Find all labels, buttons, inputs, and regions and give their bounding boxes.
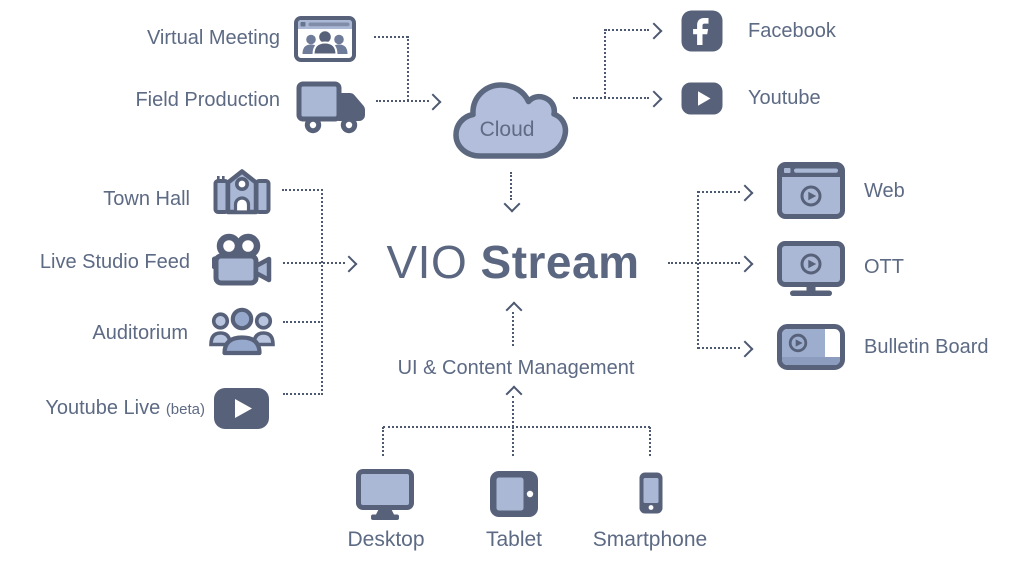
auditorium-label: Auditorium [92, 322, 188, 344]
video-camera-icon [212, 233, 272, 287]
tv-player-icon [777, 241, 845, 296]
tablet-icon [489, 470, 539, 518]
desktop-icon [356, 469, 414, 520]
connector-tablet-stub [512, 427, 514, 456]
connector-virtual-meeting-v [407, 36, 409, 101]
ott-label: OTT [864, 256, 904, 278]
virtual-meeting-icon [294, 16, 356, 62]
live-studio-feed-label: Live Studio Feed [39, 251, 190, 273]
connector-facebook-h [605, 29, 649, 31]
facebook-icon [681, 10, 723, 52]
arrow-to-bulletin [736, 340, 754, 358]
connector-field-production-h [376, 100, 429, 102]
arrow-to-ott [736, 255, 754, 273]
connector-bulletin-h [698, 347, 740, 349]
connector-cloud-down [510, 172, 512, 200]
connector-main-left-h [283, 262, 345, 264]
connector-youtube-live-h [283, 393, 323, 395]
youtube-live-label: Youtube Live (beta) [0, 396, 205, 422]
field-production-label: Field Production [135, 89, 280, 111]
truck-icon [296, 78, 366, 136]
connector-social-spine [604, 29, 606, 98]
audience-icon [209, 306, 275, 356]
cloud-icon: Cloud [448, 72, 572, 166]
connector-devices-up [512, 396, 514, 427]
connector-left-spine [321, 189, 323, 395]
connector-auditorium-h [283, 321, 323, 323]
connector-town-hall-h [282, 189, 323, 191]
vio-title-light: VIO [386, 236, 468, 288]
youtube-icon [681, 82, 723, 115]
arrow-to-youtube [645, 90, 663, 108]
arrow-to-facebook [645, 22, 663, 40]
connector-smartphone-stub [649, 427, 651, 456]
smartphone-label: Smartphone [592, 528, 708, 551]
arrow-to-web [736, 184, 754, 202]
connector-desktop-stub [382, 427, 384, 456]
connector-management-up [512, 312, 514, 346]
town-hall-icon [213, 167, 271, 215]
virtual-meeting-label: Virtual Meeting [146, 27, 280, 49]
youtube-play-icon [213, 387, 270, 430]
arrow-to-vio [503, 195, 521, 213]
browser-player-icon [777, 162, 845, 219]
vio-stream-title: VIO Stream [352, 237, 674, 287]
connector-web-h [698, 191, 740, 193]
town-hall-label: Town Hall [103, 188, 190, 210]
arrow-devices-to-management [505, 385, 523, 403]
arrow-management-to-vio [505, 301, 523, 319]
youtube-live-label-text: Youtube Live [45, 397, 161, 419]
smartphone-icon [639, 472, 663, 514]
arrow-into-cloud [424, 93, 442, 111]
web-label: Web [864, 180, 905, 202]
desktop-label: Desktop [347, 528, 425, 551]
cloud-label: Cloud [480, 118, 535, 141]
bulletin-board-label: Bulletin Board [864, 336, 989, 358]
connector-virtual-meeting-h [374, 36, 408, 38]
youtube-label: Youtube [748, 87, 821, 109]
tablet-label: Tablet [485, 528, 543, 551]
connector-main-right-h [668, 262, 740, 264]
management-label: UI & Content Management [397, 357, 635, 379]
connector-cloud-right [573, 97, 649, 99]
connector-right-spine [697, 191, 699, 349]
youtube-live-beta-suffix: (beta) [165, 401, 205, 418]
vio-title-bold: Stream [480, 236, 640, 288]
facebook-label: Facebook [748, 20, 836, 42]
connector-devices-h [383, 426, 650, 428]
bulletin-player-icon [777, 324, 845, 370]
